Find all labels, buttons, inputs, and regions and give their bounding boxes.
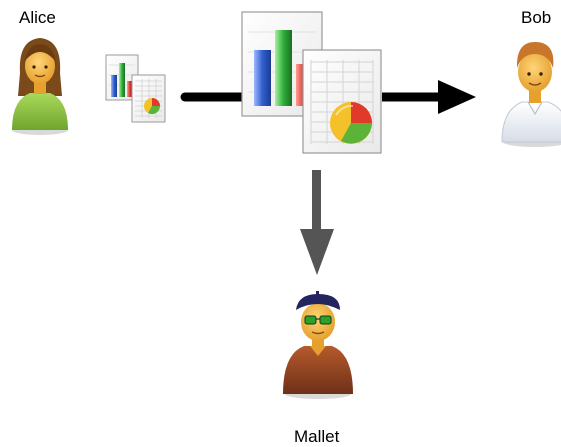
alice-label: Alice (19, 8, 56, 27)
large-pie-spreadsheet-page (302, 49, 382, 154)
message-arrow-alice-to-bob (180, 80, 476, 114)
intercept-arrow-to-mallet (300, 170, 334, 275)
arrow-head-down-icon (300, 229, 334, 275)
alice-person-icon (12, 38, 68, 135)
arrow-head-right-icon (438, 80, 476, 114)
small-pie-spreadsheet-page (131, 74, 166, 123)
small-bar-chart-page (105, 54, 139, 101)
intercept-arrow-shaft (312, 170, 321, 230)
small-spreadsheet-chart-document-icon (105, 54, 166, 123)
mallet-person-icon (283, 291, 353, 399)
bob-person-icon (501, 42, 561, 147)
bob-label: Bob (521, 8, 552, 27)
mallet-label: Mallet (294, 427, 340, 446)
large-spreadsheet-chart-document-icon (241, 11, 382, 154)
